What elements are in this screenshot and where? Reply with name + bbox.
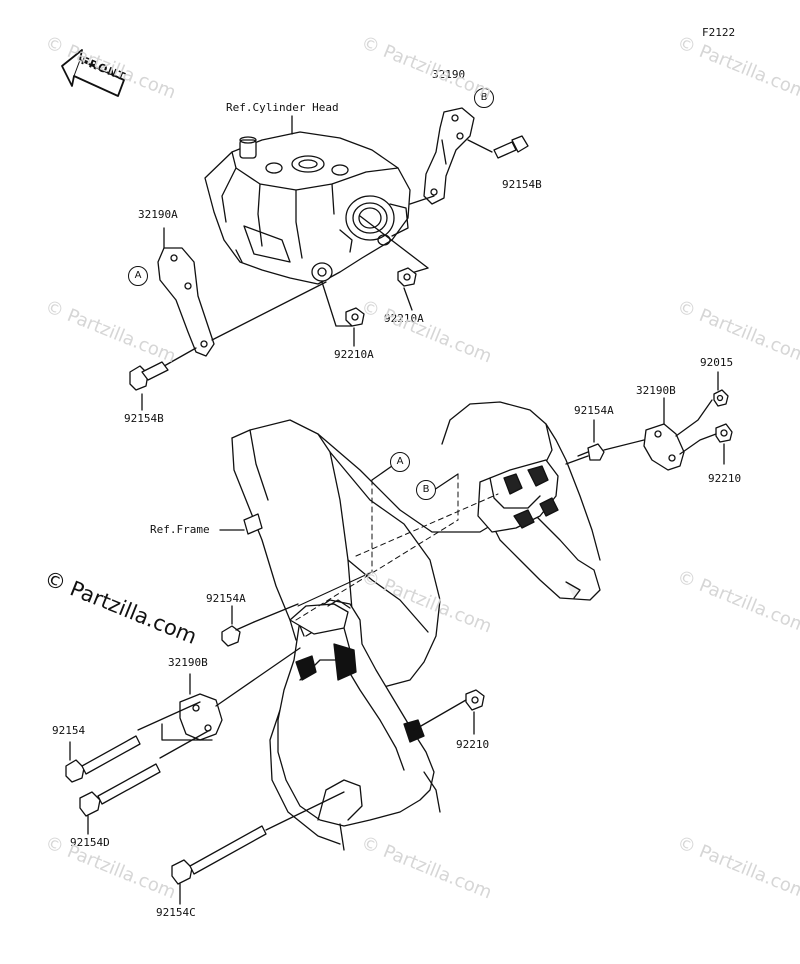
bracket-32190b-right	[643, 423, 685, 471]
bolt-92154b-upper	[493, 135, 529, 159]
frame-reference-tab	[243, 513, 263, 535]
part-label-32190b-left: 32190B	[168, 656, 208, 669]
part-label-92154a-left: 92154A	[206, 592, 246, 605]
part-label-92154b-upper: 92154B	[502, 178, 542, 191]
nut-92015	[713, 389, 729, 407]
part-label-92210a-lower: 92210A	[334, 348, 374, 361]
part-label-92015: 92015	[700, 356, 734, 369]
callout-b-frame: B	[416, 480, 436, 500]
engine-bracket-32190	[423, 107, 475, 205]
bolt-92154	[65, 735, 141, 783]
bolt-92154a-right	[577, 443, 605, 461]
part-label-32190a: 32190A	[138, 208, 178, 221]
bolt-92154c	[171, 825, 267, 885]
alignment-lines	[295, 473, 499, 621]
nut-92210a-lower	[345, 307, 365, 327]
frame-reference: Ref.Frame	[150, 523, 210, 536]
part-label-32190: 32190	[432, 68, 466, 81]
part-label-92210-lower: 92210	[456, 738, 490, 751]
part-label-32190b-right: 32190B	[636, 384, 676, 397]
frame	[231, 401, 601, 851]
bolt-92154b-lower	[129, 361, 169, 391]
cylinder-head	[204, 131, 411, 285]
part-label-92154d: 92154D	[70, 836, 110, 849]
front-arrow-icon	[61, 49, 125, 97]
figure-code: F2122	[702, 26, 736, 39]
nut-92210-lower	[465, 689, 485, 711]
cylinder-head-reference: Ref.Cylinder Head	[226, 101, 339, 114]
bolt-92154d	[79, 763, 161, 817]
part-label-92154: 92154	[52, 724, 86, 737]
part-label-92154b-lower: 92154B	[124, 412, 164, 425]
callout-a-upper: A	[128, 266, 148, 286]
part-label-92154c: 92154C	[156, 906, 196, 919]
part-label-92210-right: 92210	[708, 472, 742, 485]
nut-92210-right	[715, 423, 733, 443]
bolt-92154a-left	[221, 621, 255, 647]
callout-b-upper: B	[474, 88, 494, 108]
bracket-32190b-left	[179, 693, 223, 741]
part-label-92210a-right: 92210A	[384, 312, 424, 325]
nut-92210a-right	[397, 267, 417, 287]
engine-bracket-32190a	[157, 247, 215, 357]
callout-a-frame: A	[390, 452, 410, 472]
part-label-92154a-right: 92154A	[574, 404, 614, 417]
